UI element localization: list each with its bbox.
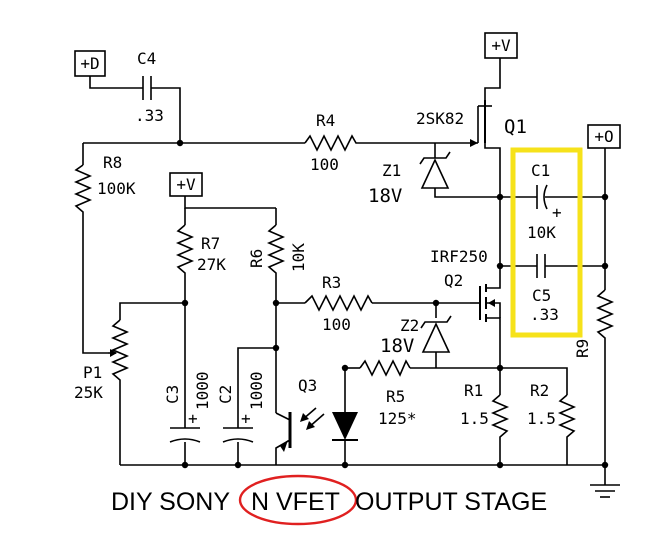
resistor-r1: R1 1.5 xyxy=(460,381,510,440)
svg-text:C5: C5 xyxy=(532,286,551,305)
svg-text:10K: 10K xyxy=(527,223,556,242)
svg-text:R8: R8 xyxy=(103,153,122,172)
svg-text:C2: C2 xyxy=(216,385,235,404)
svg-text:P1: P1 xyxy=(83,363,102,382)
junction-dots xyxy=(176,139,609,469)
capacitor-c5: C5 .33 xyxy=(530,254,559,324)
svg-text:10K: 10K xyxy=(289,243,308,272)
transistor-q1: 2SK82 Q1 xyxy=(416,100,527,147)
capacitor-c2: + C2 1000 xyxy=(216,371,266,443)
svg-text:.33: .33 xyxy=(135,106,164,125)
svg-text:+O: +O xyxy=(594,127,613,146)
svg-text:2SK82: 2SK82 xyxy=(416,109,464,128)
svg-text:C3: C3 xyxy=(163,385,182,404)
svg-text:R3: R3 xyxy=(322,273,341,292)
svg-text:N VFET: N VFET xyxy=(251,488,340,516)
svg-text:C4: C4 xyxy=(137,49,156,68)
svg-text:IRF250: IRF250 xyxy=(430,247,488,266)
svg-text:1000: 1000 xyxy=(247,371,266,410)
zener-z2: Z2 18V xyxy=(380,315,452,357)
svg-text:R1: R1 xyxy=(464,381,483,400)
svg-text:18V: 18V xyxy=(380,335,414,357)
svg-text:Q3: Q3 xyxy=(298,376,317,395)
phototransistor-q3: Q3 xyxy=(280,376,325,452)
caption: DIY SONY N VFET OUTPUT STAGE xyxy=(111,474,547,526)
resistor-r2: R2 1.5 xyxy=(527,381,577,440)
svg-text:Q2: Q2 xyxy=(444,271,463,290)
led-diode xyxy=(332,412,358,441)
resistor-r5: R5 125* xyxy=(359,359,417,428)
svg-text:R4: R4 xyxy=(316,111,335,130)
ground-symbol xyxy=(590,484,620,498)
svg-text:1.5: 1.5 xyxy=(527,409,556,428)
zener-z1: Z1 18V xyxy=(368,151,451,207)
svg-text:100: 100 xyxy=(310,155,339,174)
svg-text:C1: C1 xyxy=(531,161,550,180)
svg-text:DIY SONY: DIY SONY xyxy=(111,488,230,516)
resistor-r8: R8 100K xyxy=(73,153,136,215)
svg-text:R6: R6 xyxy=(247,249,266,268)
svg-text:+: + xyxy=(188,409,198,428)
svg-text:+V: +V xyxy=(491,36,511,55)
terminal-plus-d: +D xyxy=(74,50,106,77)
svg-text:100: 100 xyxy=(322,315,351,334)
svg-text:R9: R9 xyxy=(573,339,592,358)
svg-text:+: + xyxy=(552,203,562,222)
highlight-box xyxy=(510,147,583,338)
svg-text:.33: .33 xyxy=(530,305,559,324)
svg-text:125*: 125* xyxy=(378,409,417,428)
capacitor-c1: + C1 10K xyxy=(527,161,562,242)
svg-text:1000: 1000 xyxy=(193,371,212,410)
svg-text:25K: 25K xyxy=(74,383,103,402)
wires xyxy=(82,58,606,485)
transistor-q2: IRF250 Q2 xyxy=(430,247,501,322)
svg-text:R2: R2 xyxy=(530,381,549,400)
potentiometer-p1: P1 25K xyxy=(74,319,130,402)
resistor-r6: R6 10K xyxy=(247,224,308,280)
svg-text:27K: 27K xyxy=(197,255,226,274)
svg-text:100K: 100K xyxy=(97,179,136,198)
svg-text:+D: +D xyxy=(80,54,99,73)
resistor-r4: R4 100 xyxy=(304,111,360,174)
svg-text:Q1: Q1 xyxy=(504,116,527,138)
svg-text:Z1: Z1 xyxy=(382,161,401,180)
resistor-r3: R3 100 xyxy=(304,273,373,334)
svg-text:+V: +V xyxy=(176,175,196,194)
capacitor-c3: + C3 1000 xyxy=(163,371,212,443)
svg-text:R7: R7 xyxy=(201,234,220,253)
resistor-r9: R9 xyxy=(573,289,615,358)
terminal-plus-v-mid: +V xyxy=(169,172,203,197)
resistor-r7: R7 27K xyxy=(175,224,226,280)
svg-text:R5: R5 xyxy=(386,387,405,406)
terminal-plus-o: +O xyxy=(587,124,621,149)
svg-text:Z2: Z2 xyxy=(400,316,419,335)
svg-text:+: + xyxy=(241,409,251,428)
highlight-circle xyxy=(238,474,358,526)
svg-text:1.5: 1.5 xyxy=(460,409,489,428)
svg-text:18V: 18V xyxy=(368,185,402,207)
svg-text:OUTPUT STAGE: OUTPUT STAGE xyxy=(355,488,547,516)
capacitor-c4: C4 .33 xyxy=(135,49,164,125)
terminal-plus-v-top: +V xyxy=(484,32,518,59)
